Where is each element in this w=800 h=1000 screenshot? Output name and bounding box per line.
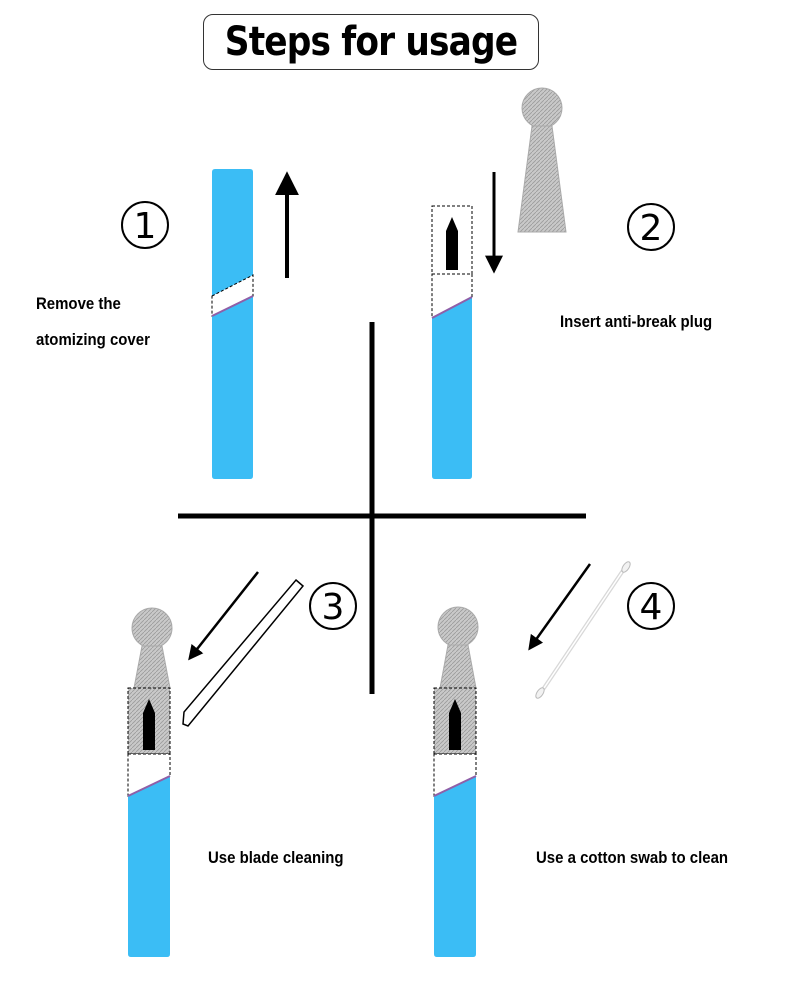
step-4-edge: [433, 775, 477, 797]
step-3-atomizer-tip: [143, 699, 155, 750]
step-1-edge: [211, 295, 254, 317]
step-1-number: 1: [134, 206, 157, 247]
page-title: Steps for usage: [224, 19, 518, 65]
step-4-number-circle: [627, 582, 675, 630]
step-1-label-line-1: Remove the: [36, 294, 121, 313]
step-2-atomizer-tip: [446, 217, 458, 270]
step-2-number-circle: [627, 203, 675, 251]
step-3-blade: [182, 578, 305, 727]
step-2-group: 2: [431, 87, 675, 479]
step-3-gap: [127, 753, 171, 797]
step-4-arrow: [528, 563, 592, 651]
title-box: Steps for usage: [203, 14, 539, 70]
step-4-plug-neck: [439, 644, 477, 689]
step-4-cotton-swab: [535, 561, 631, 699]
step-2-edge: [431, 296, 473, 319]
step-4-body: [434, 776, 476, 957]
step-3-plug-head: [131, 607, 173, 649]
step-1-label-line-2: atomizing cover: [36, 330, 150, 349]
step-4-label: Use a cotton swab to clean: [536, 848, 729, 867]
step-1-body: [212, 296, 253, 479]
step-3-arrow: [188, 571, 259, 661]
step-3-group: 3: [127, 571, 357, 957]
step-4-atomizer-tip: [449, 699, 461, 750]
step-2-label: Insert anti-break plug: [560, 312, 713, 331]
step-1-cover: [212, 169, 253, 296]
step-3-plug-neck: [133, 645, 171, 689]
step-3-label: Use blade cleaning: [208, 848, 344, 867]
step-3-number-circle: [309, 582, 357, 630]
step-4-group: 4: [433, 561, 675, 957]
step-2-number: 2: [640, 208, 663, 249]
step-3-number: 3: [322, 587, 345, 628]
step-4-gap: [433, 753, 477, 797]
step-2-plug: [517, 87, 567, 233]
step-2-body: [432, 297, 472, 479]
step-1-group: 1: [121, 169, 299, 479]
step-4-number: 4: [640, 587, 663, 628]
step-3-edge: [127, 775, 171, 797]
step-3-body: [128, 776, 170, 957]
step-1-number-circle: [121, 201, 169, 249]
step-4-plug-head: [437, 606, 479, 648]
